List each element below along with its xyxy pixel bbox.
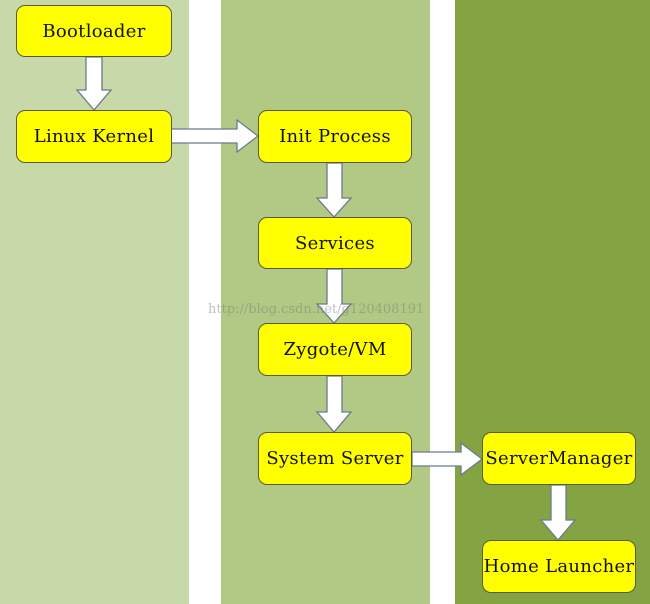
arrow-servermanager-to-launcher	[539, 484, 577, 542]
node-home-launcher: Home Launcher	[482, 540, 636, 593]
lane-2	[221, 0, 430, 604]
arrow-init-to-services	[315, 162, 353, 218]
arrow-bootloader-to-kernel	[75, 56, 113, 112]
node-linux-kernel: Linux Kernel	[16, 110, 172, 163]
watermark: http://blog.csdn.net/g120408191	[208, 302, 425, 317]
node-services: Services	[258, 217, 412, 269]
arrow-services-to-zygote	[315, 268, 353, 324]
node-bootloader: Bootloader	[16, 5, 172, 57]
node-system-server: System Server	[258, 432, 412, 485]
node-init-process: Init Process	[258, 110, 412, 163]
arrow-systemserver-to-servermanager	[411, 441, 484, 477]
node-zygote-vm: Zygote/VM	[258, 323, 412, 376]
arrow-kernel-to-init	[170, 118, 260, 154]
arrow-zygote-to-systemserver	[315, 375, 353, 434]
node-server-manager: ServerManager	[482, 432, 636, 485]
